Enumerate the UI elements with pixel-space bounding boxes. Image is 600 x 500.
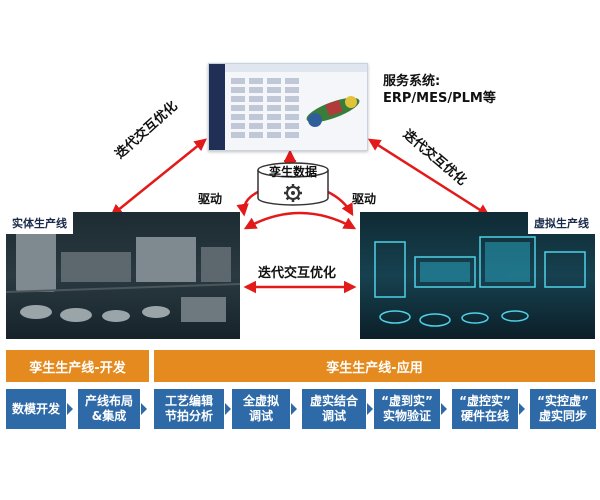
step-box-5: 虚实结合 调试 (302, 389, 366, 429)
phase-dev-label: 孪生生产线-开发 (29, 360, 126, 376)
step-label-7: “虚控实” 硬件在线 (459, 394, 511, 423)
virtual-line-label: 虚拟生产线 (528, 212, 595, 234)
service-system-screenshot (208, 63, 368, 151)
step-chevron-icon (441, 403, 447, 415)
step-box-1: 数模开发 (6, 389, 66, 429)
step-label-1: 数模开发 (11, 401, 60, 416)
step-label-4: 全虚拟 调试 (242, 394, 279, 423)
screenshot-sidebar (209, 64, 225, 150)
service-physical-arrow (110, 138, 207, 217)
step-chevron-icon (225, 403, 231, 415)
drive-left-arrow (236, 190, 259, 217)
step-label-5: 虚实结合 调试 (309, 394, 358, 423)
service-virtual-arrow (367, 138, 491, 217)
drive-label-left: 驱动 (198, 192, 223, 206)
step-box-4: 全虚拟 调试 (232, 389, 290, 429)
step-box-3: 工艺编辑 节拍分析 (154, 389, 224, 429)
phase-app-label: 孪生生产线-应用 (326, 360, 423, 376)
phase-dev-bar: 孪生生产线-开发 (6, 350, 149, 382)
screenshot-toolbar (225, 64, 367, 72)
physical-line-panel: 实体生产线 (6, 212, 240, 339)
mechanical-part-image (306, 96, 360, 127)
step-label-6: “虚到实” 实物验证 (381, 394, 433, 423)
step-chevron-icon (291, 403, 297, 415)
iterate-label-center: 迭代交互优化 (258, 266, 337, 281)
step-label-8: “实控虚” 虚实同步 (537, 394, 589, 423)
service-system-label: 服务系统: ERP/MES/PLM等 (383, 73, 496, 107)
physical-line-label: 实体生产线 (6, 212, 73, 234)
step-label-3: 工艺编辑 节拍分析 (164, 394, 213, 423)
twin-data-label: 孪生数据 (268, 165, 317, 179)
drive-right-arrow (327, 190, 354, 217)
step-chevron-icon (519, 403, 525, 415)
drive-label-right: 驱动 (352, 192, 377, 206)
step-chevron-icon (67, 403, 73, 415)
twin-curve-arrow (243, 211, 357, 230)
step-chevron-icon (367, 403, 373, 415)
step-box-6: “虚到实” 实物验证 (374, 389, 440, 429)
step-box-8: “实控虚” 虚实同步 (530, 389, 596, 429)
physical-line-render (6, 232, 240, 322)
step-chevron-icon (141, 403, 147, 415)
screenshot-table (231, 78, 301, 146)
step-box-2: 产线布局 &集成 (78, 389, 140, 429)
service-subtitle: ERP/MES/PLM等 (383, 91, 496, 106)
gear-icon (284, 184, 302, 202)
service-title: 服务系统: (383, 74, 441, 89)
step-label-2: 产线布局 &集成 (84, 394, 133, 423)
virtual-line-panel: 虚拟生产线 (360, 212, 595, 339)
phase-app-bar: 孪生生产线-应用 (154, 350, 595, 382)
step-box-7: “虚控实” 硬件在线 (452, 389, 518, 429)
virtual-line-render (374, 236, 586, 327)
